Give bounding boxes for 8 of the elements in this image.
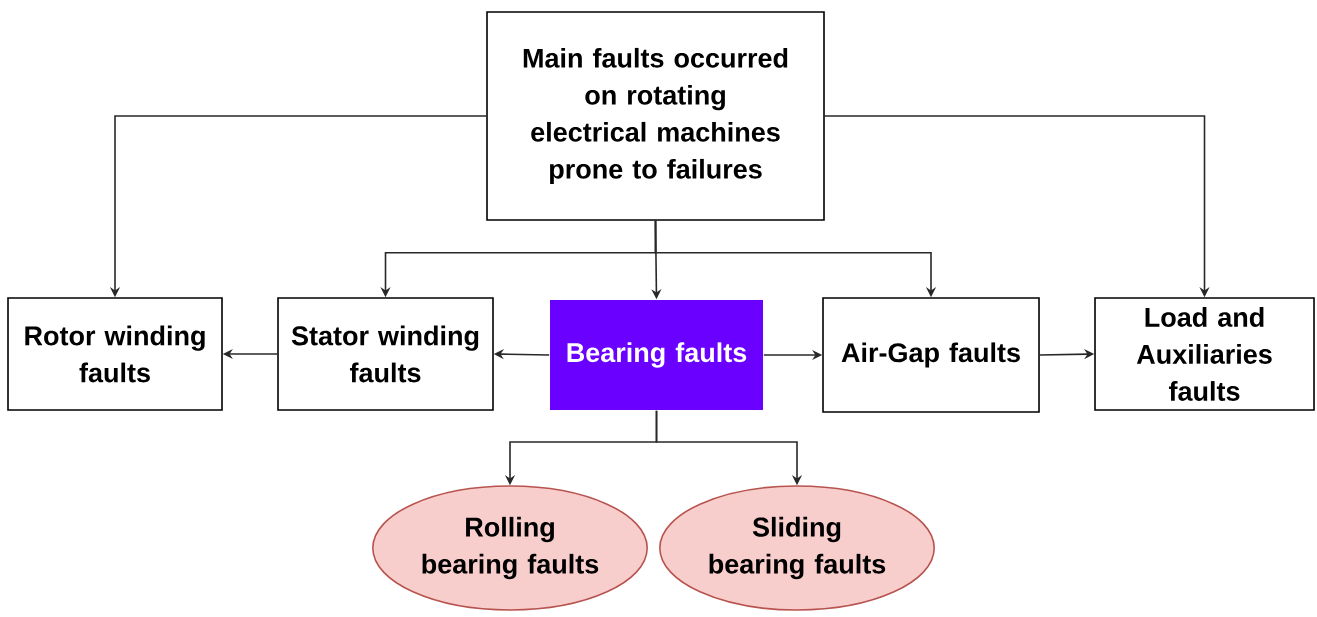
process-box: Load and Auxiliaries faults xyxy=(1094,297,1315,411)
process-box: Rotor winding faults xyxy=(7,297,223,411)
ellipse-node: Sliding bearing faults xyxy=(659,485,935,611)
highlighted-box: Bearing faults xyxy=(550,300,763,410)
ellipse-node: Rolling bearing faults xyxy=(372,485,648,611)
process-box: Air-Gap faults xyxy=(822,297,1040,413)
process-box: Main faults occurred on rotating electrical machines prone to failures xyxy=(486,11,825,221)
process-box: Stator winding faults xyxy=(277,297,494,411)
